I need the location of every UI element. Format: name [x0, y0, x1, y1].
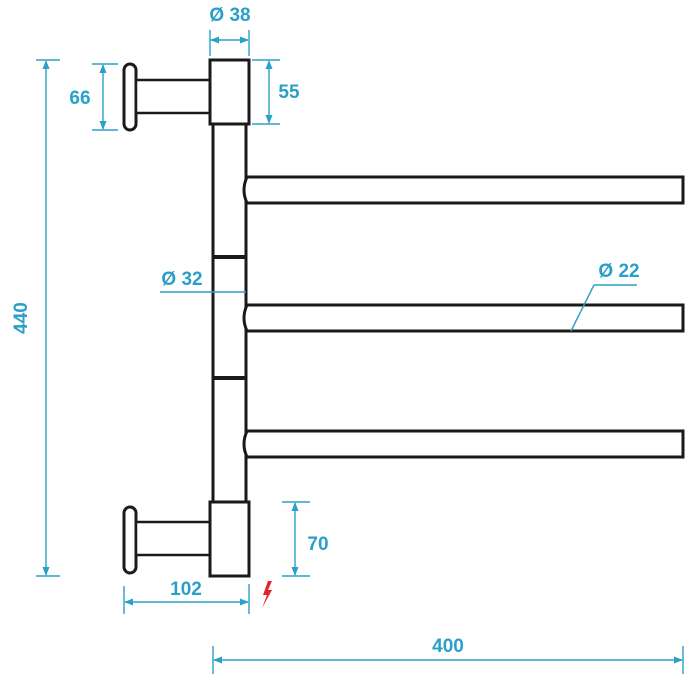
top-wall-stem	[134, 78, 214, 115]
top-block	[208, 58, 251, 126]
dim-bottom-block-height: 70	[307, 534, 328, 555]
bottom-wall-stem	[134, 520, 214, 557]
towel-arm-3	[242, 429, 685, 459]
dim-wall-plate-height: 66	[69, 88, 90, 109]
bottom-wall-plate	[122, 505, 138, 575]
dim-arm-length: 400	[432, 636, 464, 657]
dim-pole-diameter: Ø 32	[161, 269, 202, 290]
dim-top-block-height: 55	[278, 82, 300, 103]
vertical-pole	[211, 108, 248, 512]
dim-top-block-diameter: Ø 38	[209, 5, 250, 26]
bottom-block	[208, 500, 251, 578]
dim-arm-diameter: Ø 22	[598, 261, 639, 282]
towel-arm-2	[242, 303, 685, 333]
dimension-annotations: Ø 38 440 66 55 Ø 32 Ø 22 70 102	[11, 5, 684, 674]
towel-arm-1	[242, 175, 685, 205]
dim-arm-leader-diagonal	[570, 284, 595, 332]
towel-rail	[122, 58, 685, 578]
lightning-bolt-icon	[262, 581, 272, 608]
top-wall-plate	[122, 62, 138, 132]
dim-total-height: 440	[11, 302, 32, 334]
dim-wall-distance: 102	[170, 579, 202, 600]
